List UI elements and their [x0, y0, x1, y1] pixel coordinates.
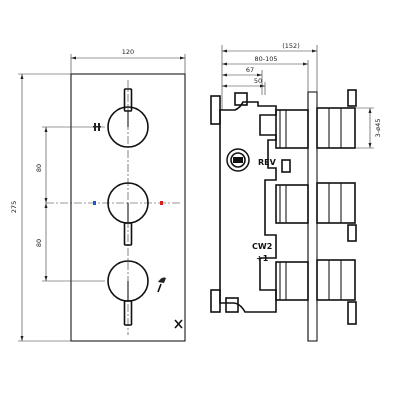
- depth-50-label: 50: [254, 77, 262, 85]
- width-label: 120: [122, 48, 134, 56]
- lug-top: [210, 95, 221, 125]
- cartridge-bottom: [275, 259, 357, 325]
- lower-spacing-label: 80: [35, 239, 43, 247]
- knob-middle: [107, 182, 149, 246]
- hot-marker: [160, 201, 163, 205]
- knob-bottom: [107, 260, 149, 326]
- valve-badge-icon: [226, 148, 250, 172]
- upper-spacing-label: 80: [35, 164, 43, 172]
- drain-valve: [281, 159, 291, 173]
- knob-top: [107, 88, 149, 148]
- front-view: 120 275 80 80: [10, 48, 186, 342]
- cold-marker: [93, 201, 96, 205]
- side-plate: [307, 91, 318, 342]
- depth-67-label: 67: [246, 66, 254, 74]
- side-view: (152) 80-105 67 50: [210, 42, 382, 342]
- cartridge-middle: [275, 182, 357, 242]
- overall-depth-label: (152): [282, 42, 299, 50]
- depth-range-label: 80-105: [254, 55, 277, 63]
- cartridge-top: [275, 89, 357, 149]
- hand-shower-icon: [157, 277, 166, 293]
- valve-body: [219, 101, 277, 313]
- ratio-label: ÷1: [256, 254, 269, 263]
- lug-bottom: [210, 289, 221, 313]
- cw2-label: CW2: [252, 242, 272, 251]
- rev-label: REV: [258, 158, 277, 167]
- face-plate: [70, 73, 186, 342]
- top-inlet: [234, 92, 248, 106]
- height-label: 275: [10, 201, 18, 213]
- bottom-outlet: [225, 297, 239, 313]
- shower-head-icon: [174, 319, 183, 329]
- thermometer-icon: [93, 123, 101, 131]
- handle-dia-label: 3-ø45: [374, 119, 382, 138]
